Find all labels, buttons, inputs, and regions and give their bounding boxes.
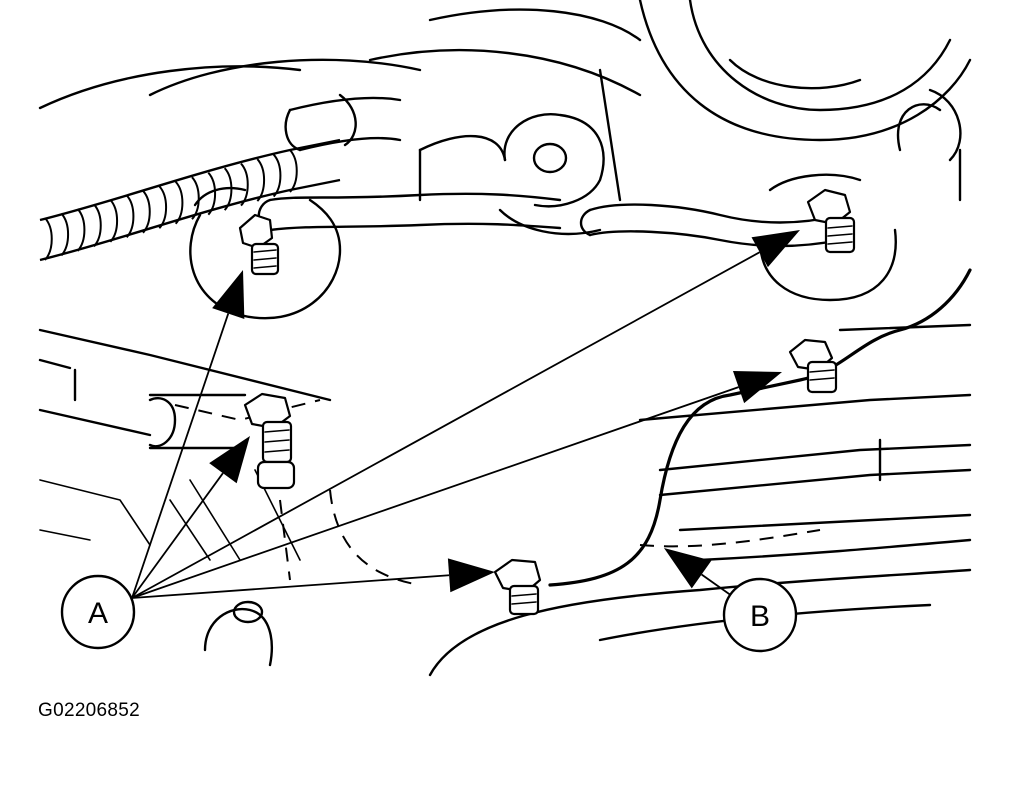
figure-id: G02206852: [38, 700, 141, 721]
callout-leaders: [131, 230, 800, 599]
hose-ridge: [289, 149, 298, 193]
hose-ridge: [44, 217, 53, 261]
leader-b-line: [701, 573, 733, 597]
bolt-wire-right: [788, 338, 838, 394]
leader-a-lower-line: [131, 574, 450, 599]
bolt-lower-center: [493, 558, 542, 616]
hose-ridge: [223, 167, 233, 211]
hose-ridge: [142, 190, 151, 234]
hose-corrugations: [44, 149, 298, 261]
corrugated-hose: [39, 93, 402, 262]
callout-a-label: A: [88, 597, 108, 630]
callout-b-label: B: [750, 600, 770, 633]
leader-a-wire-right-line: [131, 386, 739, 599]
hose-ridge: [272, 153, 282, 198]
bolt-upper-right: [806, 188, 856, 254]
hose-ridge: [240, 162, 249, 207]
callout-a: A: [60, 574, 136, 650]
hose-ridge: [174, 181, 184, 225]
arrowhead-icon: [751, 230, 800, 268]
hose-ridge: [76, 208, 86, 252]
arrowhead-icon: [732, 371, 782, 404]
callout-b: B: [722, 577, 798, 653]
arrowhead-icon: [212, 270, 245, 320]
arrowhead-icon: [664, 548, 712, 589]
hose-ridge: [191, 176, 200, 220]
leader-a-upper-right-line: [131, 251, 761, 599]
hose-ridge: [93, 203, 102, 248]
bolt-upper-left: [238, 213, 280, 276]
leader-a-middle-left-line: [131, 472, 224, 599]
hose-ridge: [60, 212, 70, 257]
hose-ridge: [109, 199, 119, 243]
arrowhead-icon: [209, 436, 250, 484]
leader-a-upper-left-line: [131, 313, 230, 599]
hose-ridge: [125, 194, 135, 239]
bolt-middle-left: [243, 392, 296, 490]
hose-ridge: [207, 171, 217, 216]
hose-ridge: [256, 158, 266, 202]
hose-ridge: [158, 185, 168, 229]
arrowhead-icon: [447, 558, 495, 593]
